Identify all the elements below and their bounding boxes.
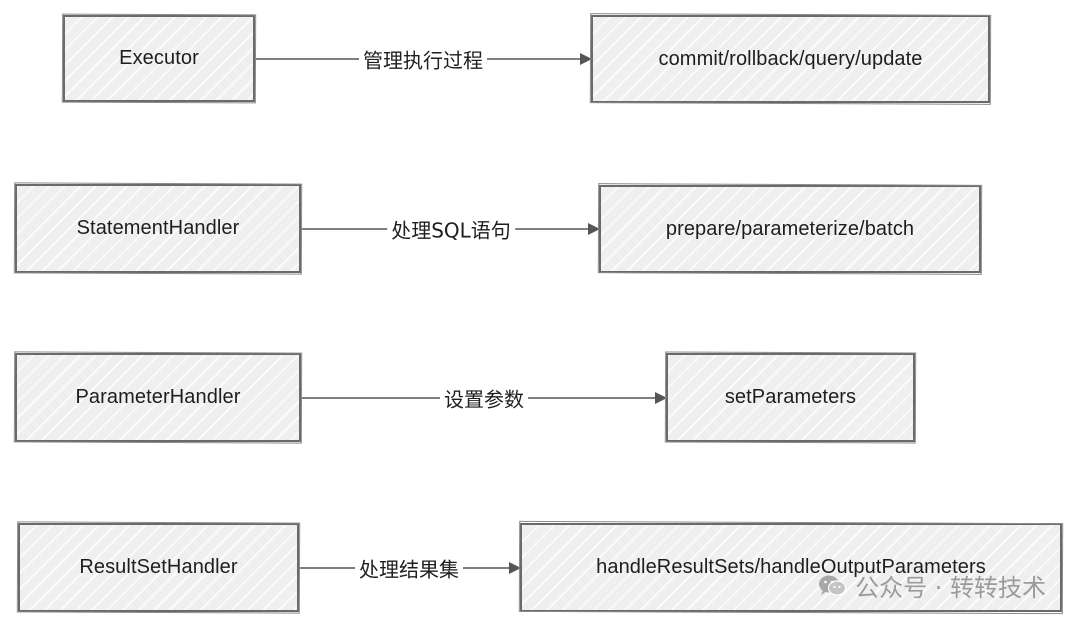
methods-label: commit/rollback/query/update — [658, 47, 923, 70]
handler-label: Executor — [119, 47, 199, 69]
relation-label-executor: 管理执行过程 — [359, 44, 487, 74]
methods-box-executor: commit/rollback/query/update — [591, 15, 990, 103]
handler-box-resultset-handler: ResultSetHandler — [18, 523, 299, 612]
methods-box-parameter-handler: setParameters — [666, 353, 915, 442]
handler-box-statement-handler: StatementHandler — [15, 184, 301, 273]
handler-label: ResultSetHandler — [79, 556, 238, 578]
handler-label: ParameterHandler — [75, 386, 241, 408]
wechat-icon — [819, 575, 847, 596]
handler-box-parameter-handler: ParameterHandler — [15, 353, 301, 442]
watermark-text: 公众号 · 转转技术 — [855, 574, 1046, 602]
watermark: 公众号 · 转转技术 — [817, 568, 1046, 603]
handler-label: StatementHandler — [76, 217, 240, 239]
methods-label: handleResultSets/handleOutputParameters — [596, 556, 986, 578]
methods-box-resultset-handler: handleResultSets/handleOutputParameters — [520, 523, 1062, 612]
relation-label-statement-handler: 处理SQL语句 — [387, 214, 515, 244]
relation-label-parameter-handler: 设置参数 — [440, 383, 528, 413]
methods-box-statement-handler: prepare/parameterize/batch — [599, 185, 981, 273]
methods-label: prepare/parameterize/batch — [665, 217, 915, 240]
methods-label: setParameters — [724, 386, 857, 408]
relation-label-resultset-handler: 处理结果集 — [355, 553, 463, 583]
handler-box-executor: Executor — [63, 15, 255, 102]
